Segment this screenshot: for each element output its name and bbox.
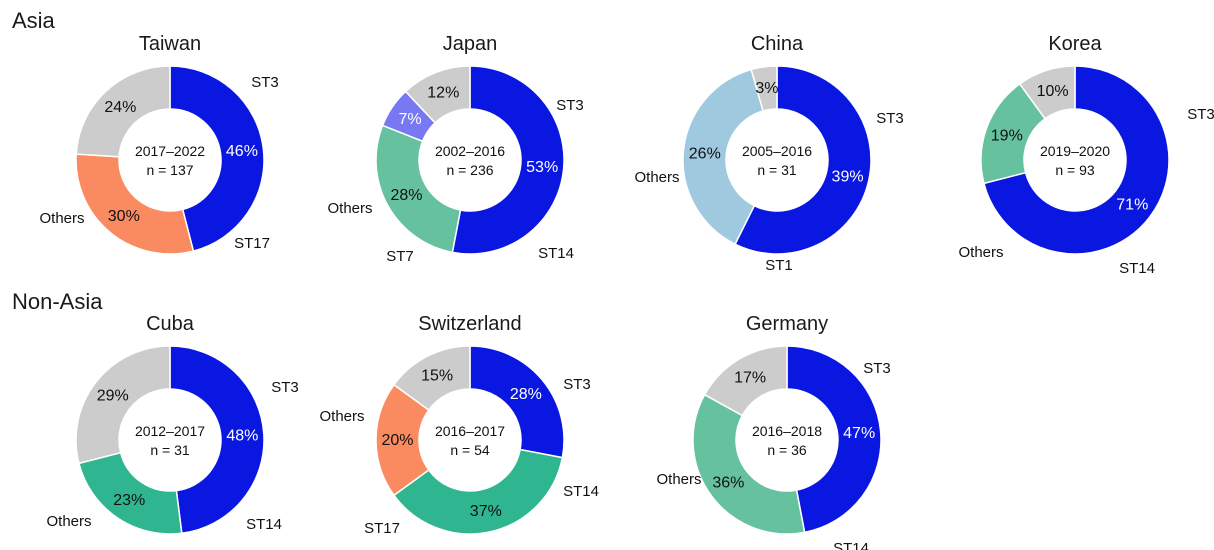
slice-china-st3 (734, 65, 872, 255)
center-count-taiwan: n = 137 (146, 162, 193, 178)
center-period-korea: 2019–2020 (1040, 143, 1110, 159)
pct-label-china-others: 3% (755, 80, 778, 97)
slice-korea-others (1018, 65, 1076, 120)
category-label-cuba-others: Others (46, 513, 91, 530)
slice-japan-others (404, 65, 471, 124)
slice-japan-st3 (451, 65, 565, 255)
pct-label-japan-st3: 53% (526, 159, 558, 176)
center-count-cuba: n = 31 (150, 442, 190, 458)
pct-label-germany-st3: 47% (843, 425, 875, 442)
pct-label-switzerland-others: 15% (421, 367, 453, 384)
chart-title-cuba: Cuba (146, 313, 195, 335)
slice-switzerland-st14 (392, 448, 564, 535)
slice-japan-st14 (375, 124, 462, 254)
category-label-taiwan-others: Others (39, 210, 84, 227)
category-label-japan-st14: ST14 (538, 245, 574, 262)
category-label-japan-others: Others (327, 200, 372, 217)
pct-label-china-st3: 39% (832, 169, 864, 186)
category-label-china-others: Others (634, 169, 679, 186)
pct-label-germany-others: 17% (734, 370, 766, 387)
pct-label-japan-others: 12% (427, 85, 459, 102)
chart-title-china: China (751, 33, 804, 55)
center-period-japan: 2002–2016 (435, 143, 505, 159)
category-label-korea-others: Others (958, 244, 1003, 261)
donut-chart-japan: Japan 53% ST3 28% ST14 7% ST7 12% Others 2002–201… (327, 33, 583, 265)
chart-title-japan: Japan (443, 33, 498, 55)
pct-label-switzerland-st3: 28% (510, 386, 542, 403)
slice-taiwan-others (75, 65, 171, 158)
slice-china-st1 (682, 68, 764, 246)
slice-switzerland-others (392, 345, 471, 412)
center-period-switzerland: 2016–2017 (435, 423, 505, 439)
category-label-switzerland-others: Others (319, 408, 364, 425)
category-label-taiwan-st17: ST17 (234, 235, 270, 252)
pct-label-germany-st14: 36% (712, 475, 744, 492)
donut-chart-cuba: Cuba 48% ST3 23% ST14 29% Others 2012–2017 n = 3… (46, 313, 299, 535)
donut-chart-germany: Germany 47% ST3 36% ST14 17% Others 2016–2018 n … (656, 313, 890, 550)
center-period-cuba: 2012–2017 (135, 423, 205, 439)
slice-germany-st14 (692, 393, 806, 535)
center-period-germany: 2016–2018 (752, 423, 822, 439)
category-label-taiwan-st3: ST3 (251, 74, 279, 91)
slice-korea-st3 (983, 65, 1170, 255)
pct-label-japan-st7: 7% (398, 111, 421, 128)
slice-cuba-st3 (169, 345, 265, 535)
pct-label-japan-st14: 28% (390, 187, 422, 204)
donut-chart-korea: Korea 71% ST3 19% ST14 10% Others 2019–2020 n = … (958, 33, 1214, 277)
category-label-korea-st14: ST14 (1119, 260, 1155, 277)
region-label-asia: Asia (12, 8, 56, 33)
pct-label-china-st1: 26% (689, 145, 721, 162)
pct-label-taiwan-others: 24% (104, 99, 136, 116)
pct-label-korea-st14: 19% (991, 127, 1023, 144)
category-label-germany-others: Others (656, 471, 701, 488)
slice-germany-st3 (786, 345, 882, 534)
pct-label-taiwan-st3: 46% (226, 143, 258, 160)
center-count-switzerland: n = 54 (450, 442, 490, 458)
pct-label-korea-others: 10% (1037, 83, 1069, 100)
pct-label-switzerland-st14: 37% (470, 503, 502, 520)
category-label-cuba-st3: ST3 (271, 379, 299, 396)
chart-title-switzerland: Switzerland (418, 313, 521, 335)
donut-chart-taiwan: Taiwan 46% ST3 30% ST17 24% Others 2017–2022 n =… (39, 33, 279, 255)
donut-charts: Taiwan 46% ST3 30% ST17 24% Others 2017–2022 n =… (39, 33, 1214, 550)
chart-title-germany: Germany (746, 313, 828, 335)
pct-label-cuba-st3: 48% (226, 427, 258, 444)
pct-label-cuba-others: 29% (97, 388, 129, 405)
chart-title-korea: Korea (1048, 33, 1102, 55)
category-label-switzerland-st3: ST3 (563, 376, 591, 393)
donut-chart-china: China 39% ST3 26% ST1 3% Others 2005–2016 n = 31 (634, 33, 903, 274)
pct-label-korea-st3: 71% (1116, 196, 1148, 213)
pct-label-switzerland-st17: 20% (381, 432, 413, 449)
slice-china-others (750, 65, 778, 112)
category-label-switzerland-st14: ST14 (563, 483, 599, 500)
category-label-china-st1: ST1 (765, 257, 793, 274)
center-count-germany: n = 36 (767, 442, 807, 458)
slice-taiwan-st3 (169, 65, 265, 252)
center-count-korea: n = 93 (1055, 162, 1095, 178)
chart-title-taiwan: Taiwan (139, 33, 201, 55)
center-count-japan: n = 236 (446, 162, 493, 178)
slice-taiwan-st17 (75, 153, 195, 255)
category-label-switzerland-st17: ST17 (364, 520, 400, 537)
center-period-china: 2005–2016 (742, 143, 812, 159)
category-label-japan-st7: ST7 (386, 248, 414, 265)
category-label-japan-st3: ST3 (556, 97, 584, 114)
category-label-korea-st3: ST3 (1187, 106, 1214, 123)
center-period-taiwan: 2017–2022 (135, 143, 205, 159)
slice-germany-others (703, 345, 788, 417)
slice-cuba-others (75, 345, 171, 465)
donut-chart-switzerland: Switzerland 28% ST3 37% ST14 20% ST17 15% Others… (319, 313, 598, 537)
category-label-germany-st14: ST14 (833, 540, 869, 550)
pct-label-cuba-st14: 23% (113, 492, 145, 509)
region-label-non-asia: Non-Asia (12, 289, 103, 314)
pct-label-taiwan-st17: 30% (108, 208, 140, 225)
category-label-china-st3: ST3 (876, 110, 904, 127)
center-count-china: n = 31 (757, 162, 797, 178)
category-label-cuba-st14: ST14 (246, 516, 282, 533)
category-label-germany-st3: ST3 (863, 360, 891, 377)
slice-switzerland-st3 (469, 345, 565, 459)
